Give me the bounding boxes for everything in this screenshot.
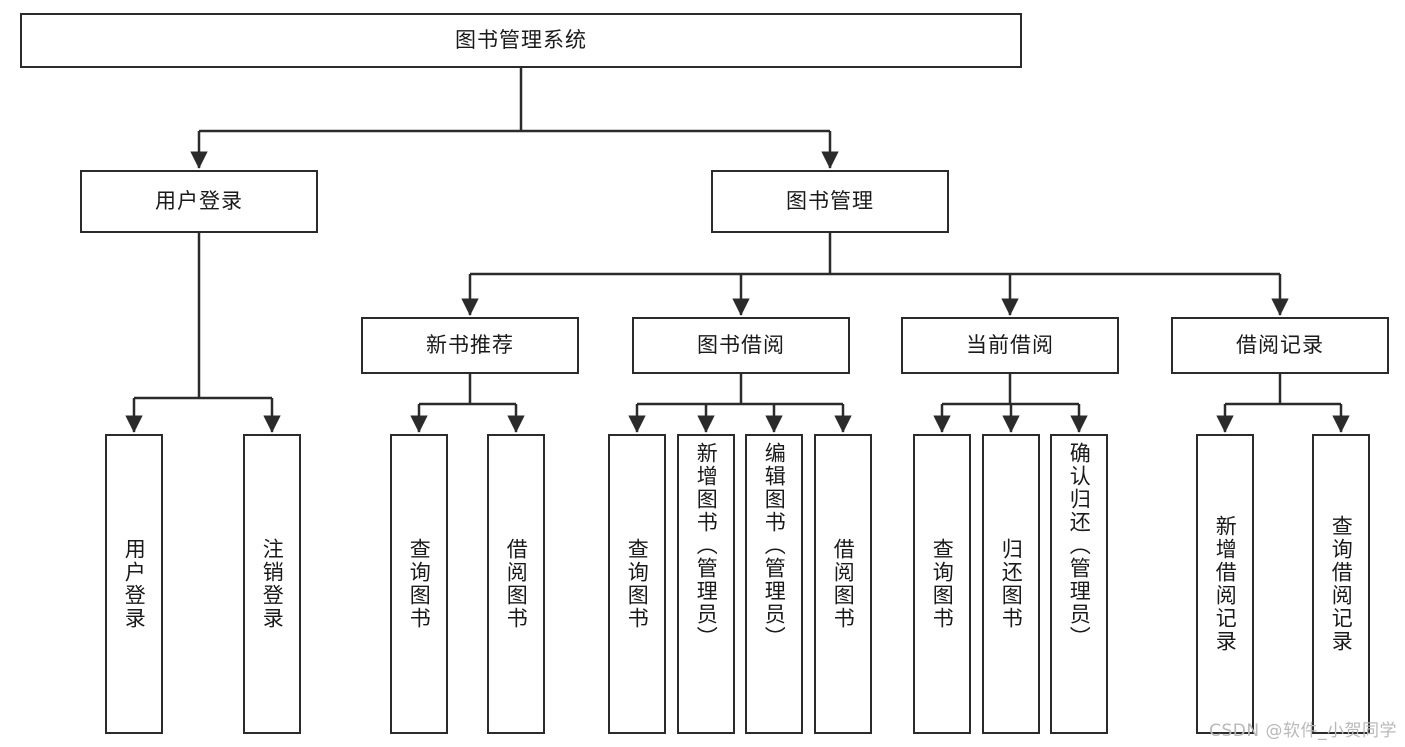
node-leaf-add-record[interactable]: 新增借阅记录 [1196, 434, 1254, 734]
node-leaf-query-record[interactable]: 查询借阅记录 [1312, 434, 1370, 734]
node-label: 当前借阅 [966, 332, 1054, 357]
node-label: 借阅记录 [1236, 332, 1324, 357]
node-leaf-query-book-1[interactable]: 查询图书 [390, 434, 448, 734]
node-leaf-edit-book[interactable]: 编辑图书（管理员） [745, 434, 803, 734]
node-leaf-borrow-book-2[interactable]: 借阅图书 [814, 434, 872, 734]
node-label: 借阅图书 [831, 538, 856, 630]
node-leaf-user-login[interactable]: 用户登录 [105, 434, 163, 734]
node-user-login[interactable]: 用户登录 [80, 170, 318, 233]
node-label: 查询图书 [930, 538, 955, 630]
node-leaf-logout[interactable]: 注销登录 [243, 434, 301, 734]
node-label: 借阅图书 [504, 538, 529, 630]
node-borrow-record[interactable]: 借阅记录 [1171, 317, 1389, 374]
node-label: 确认归还（管理员） [1067, 442, 1092, 649]
node-label: 归还图书 [999, 538, 1024, 630]
node-leaf-confirm-return[interactable]: 确认归还（管理员） [1050, 434, 1108, 734]
node-label: 新书推荐 [426, 332, 514, 357]
node-label: 新增借阅记录 [1213, 515, 1238, 653]
node-label: 图书管理系统 [455, 27, 587, 52]
node-leaf-add-book[interactable]: 新增图书（管理员） [677, 434, 735, 734]
node-book-borrow[interactable]: 图书借阅 [632, 317, 850, 374]
node-label: 注销登录 [260, 538, 285, 630]
node-label: 编辑图书（管理员） [762, 442, 787, 649]
node-label: 新增图书（管理员） [694, 442, 719, 649]
node-label: 查询图书 [407, 538, 432, 630]
node-label: 图书管理 [786, 188, 874, 213]
node-leaf-query-book-3[interactable]: 查询图书 [913, 434, 971, 734]
node-leaf-query-book-2[interactable]: 查询图书 [608, 434, 666, 734]
node-root[interactable]: 图书管理系统 [20, 13, 1022, 68]
node-label: 用户登录 [155, 188, 243, 213]
node-book-manage[interactable]: 图书管理 [711, 170, 949, 233]
node-label: 查询借阅记录 [1329, 515, 1354, 653]
node-label: 用户登录 [122, 538, 147, 630]
node-label: 查询图书 [625, 538, 650, 630]
node-leaf-return-book[interactable]: 归还图书 [982, 434, 1040, 734]
node-new-book-rec[interactable]: 新书推荐 [361, 317, 579, 374]
node-label: 图书借阅 [697, 332, 785, 357]
node-leaf-borrow-book-1[interactable]: 借阅图书 [487, 434, 545, 734]
node-current-borrow[interactable]: 当前借阅 [901, 317, 1119, 374]
